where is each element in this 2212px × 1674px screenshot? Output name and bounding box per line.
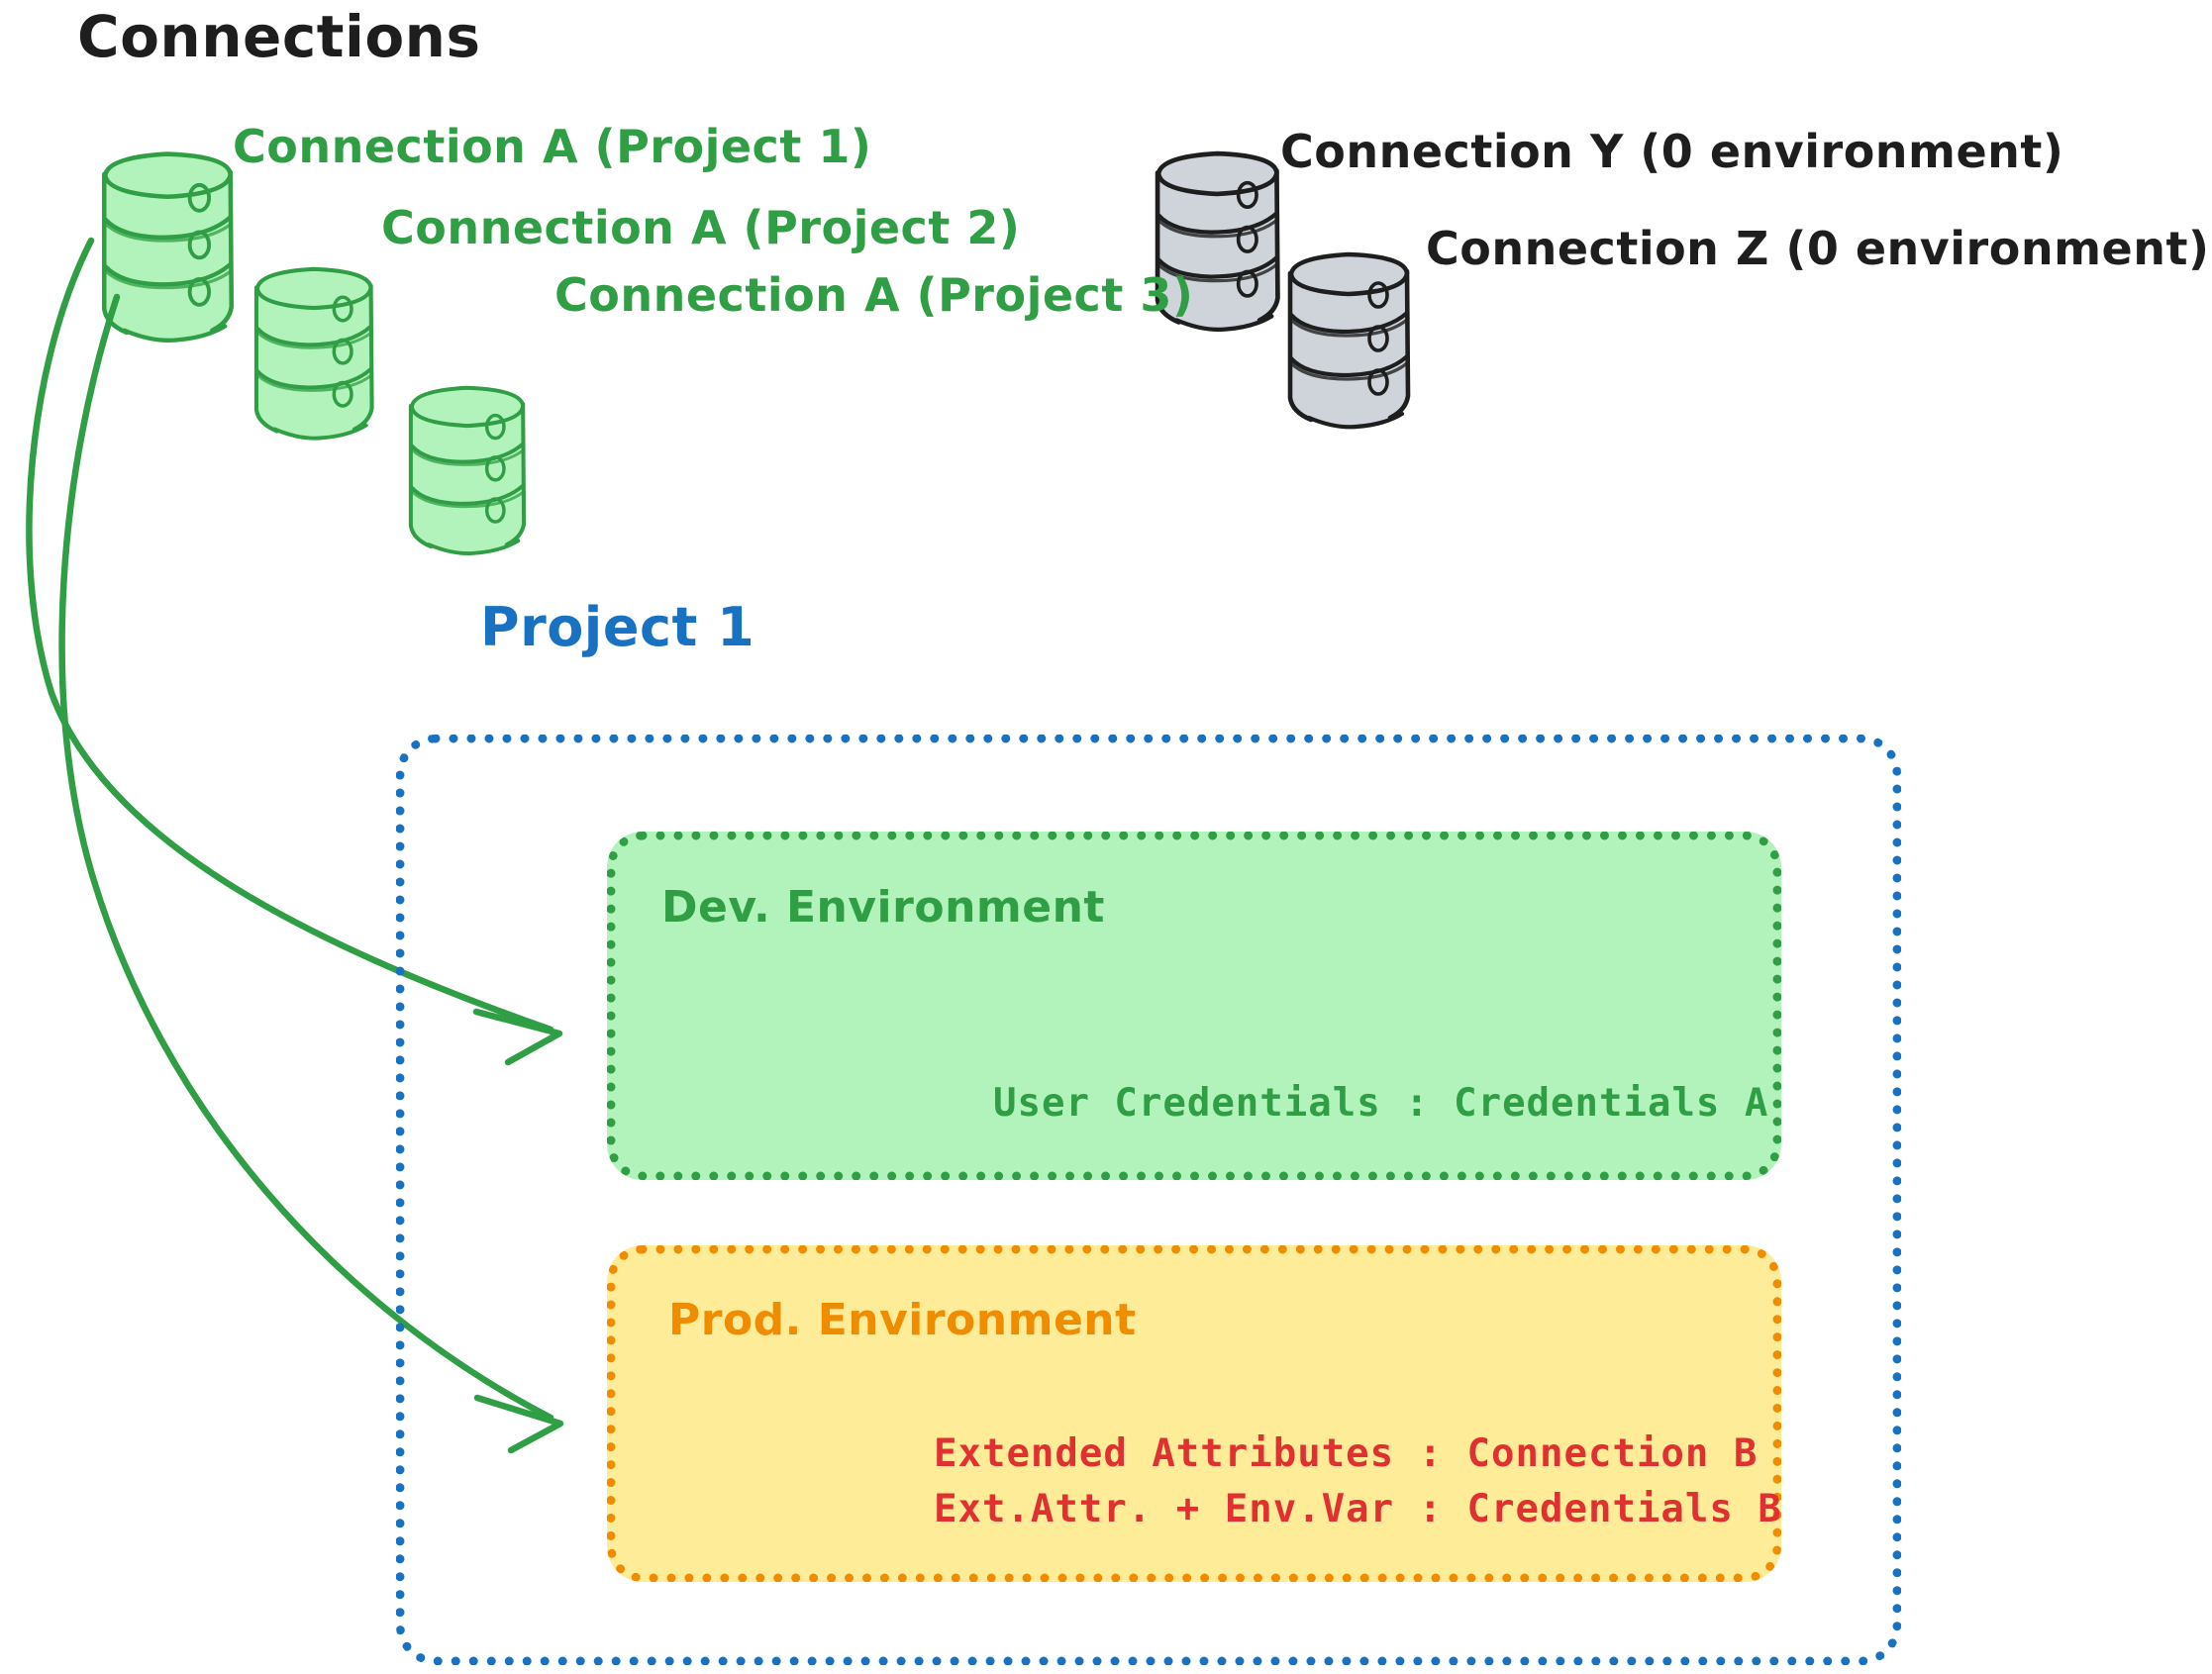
connection-label-y: Connection Y (0 environment) xyxy=(1280,125,2064,178)
connection-label-a-project-1: Connection A (Project 1) xyxy=(233,120,872,173)
connection-label-z: Connection Z (0 environment) xyxy=(1426,222,2210,275)
prod-environment-extended-attributes-line: Extended Attributes : Connection B xyxy=(934,1431,1759,1476)
database-icon-connection-z xyxy=(1287,251,1411,430)
database-icon-connection-a-2 xyxy=(253,266,374,441)
database-icon-connection-a-3 xyxy=(408,385,527,555)
dev-environment-credentials-line: User Credentials : Credentials A xyxy=(993,1081,1769,1126)
dev-environment-box xyxy=(607,832,1781,1180)
prod-environment-box xyxy=(607,1245,1781,1582)
prod-environment-env-var-line: Ext.Attr. + Env.Var : Credentials B xyxy=(934,1487,1782,1531)
connection-label-a-project-2: Connection A (Project 2) xyxy=(381,201,1021,254)
dev-environment-title: Dev. Environment xyxy=(661,882,1105,933)
project-container xyxy=(396,735,1901,1665)
database-icon-connection-a-1 xyxy=(101,151,235,343)
page-title: Connections xyxy=(77,3,481,70)
prod-environment-title: Prod. Environment xyxy=(668,1295,1137,1345)
connection-label-a-project-3: Connection A (Project 3) xyxy=(554,268,1194,322)
project-title: Project 1 xyxy=(480,596,755,658)
